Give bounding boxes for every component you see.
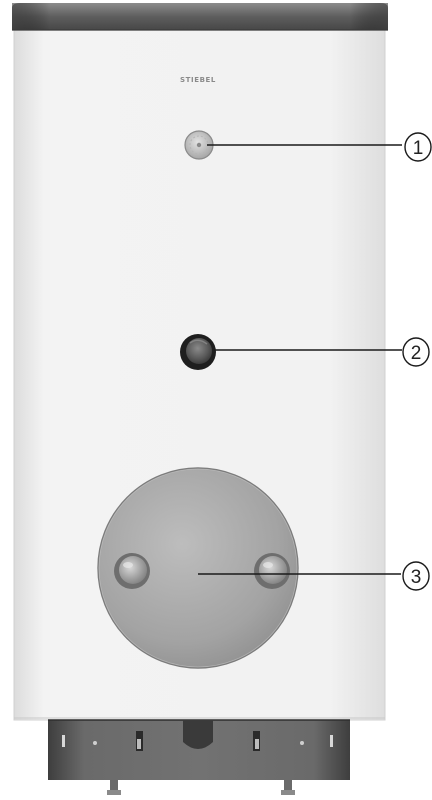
right-port bbox=[254, 553, 290, 589]
callout-1-number: 1 bbox=[413, 138, 424, 159]
callout-3-number: 3 bbox=[411, 567, 422, 588]
control-knob bbox=[180, 334, 216, 370]
left-port bbox=[114, 553, 150, 589]
base-stand bbox=[48, 720, 350, 795]
flange-plate bbox=[98, 468, 298, 668]
callout-2-number: 2 bbox=[411, 343, 422, 364]
top-cap bbox=[12, 3, 388, 30]
brand-label: STIEBEL bbox=[180, 76, 216, 84]
